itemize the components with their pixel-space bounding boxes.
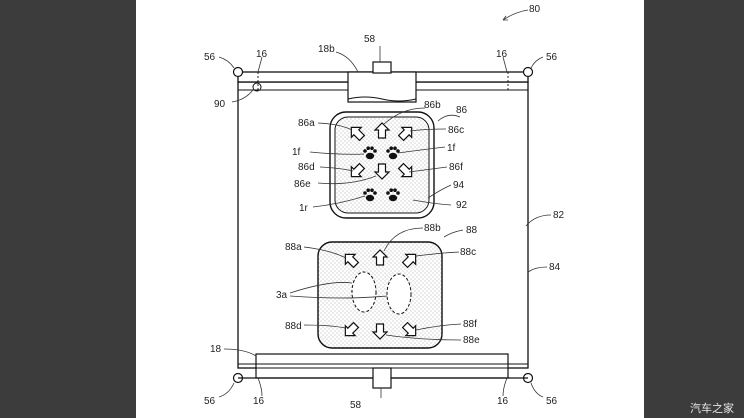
label-58-bottom: 58 xyxy=(350,400,362,411)
label-86e: 86e xyxy=(294,179,311,190)
hub-break-line xyxy=(347,96,417,102)
label-16-bottom-left: 16 xyxy=(253,396,265,407)
label-86c: 86c xyxy=(448,125,464,136)
label-56-bottom-left: 56 xyxy=(204,396,216,407)
knob-top xyxy=(372,61,392,74)
label-86: 86 xyxy=(456,105,468,116)
leader-lines xyxy=(218,46,552,398)
figure-number-arrow xyxy=(502,9,529,21)
label-88: 88 xyxy=(466,225,478,236)
ring-90 xyxy=(252,82,262,92)
label-88a: 88a xyxy=(285,242,302,253)
figure-number-arrowhead xyxy=(502,15,508,21)
label-56-top-left: 56 xyxy=(204,52,216,63)
label-88c: 88c xyxy=(460,247,476,258)
foot-outline-right xyxy=(386,273,412,315)
label-1r: 1r xyxy=(299,203,309,214)
label-58-top: 58 xyxy=(364,34,376,45)
label-94: 94 xyxy=(453,180,465,191)
label-88f: 88f xyxy=(463,319,477,330)
label-88e: 88e xyxy=(463,335,480,346)
label-16-bottom-right: 16 xyxy=(497,396,509,407)
corner-ball-top-right xyxy=(522,66,534,78)
label-16-top-left: 16 xyxy=(256,49,268,60)
label-82: 82 xyxy=(553,210,565,221)
label-90: 90 xyxy=(214,99,226,110)
label-88b: 88b xyxy=(424,223,441,234)
label-86a: 86a xyxy=(298,118,315,129)
label-1f-right: 1f xyxy=(447,143,456,154)
label-1f-left: 1f xyxy=(292,147,301,158)
figure-number: 80 xyxy=(529,4,541,15)
label-86b: 86b xyxy=(424,100,441,111)
label-86d: 86d xyxy=(298,162,315,173)
label-56-top-right: 56 xyxy=(546,52,558,63)
label-92: 92 xyxy=(456,200,468,211)
label-18: 18 xyxy=(210,344,222,355)
corner-ball-top-left xyxy=(232,66,244,78)
knob-bottom xyxy=(372,367,392,389)
label-16-top-right: 16 xyxy=(496,49,508,60)
label-88d: 88d xyxy=(285,321,302,332)
watermark-text: 汽车之家 xyxy=(690,401,734,415)
label-3a: 3a xyxy=(276,290,288,301)
label-86f: 86f xyxy=(449,162,463,173)
label-18b: 18b xyxy=(318,44,335,55)
label-56-bottom-right: 56 xyxy=(546,396,558,407)
foot-outline-left xyxy=(351,271,377,313)
pad-88 xyxy=(317,241,443,349)
label-84: 84 xyxy=(549,262,561,273)
